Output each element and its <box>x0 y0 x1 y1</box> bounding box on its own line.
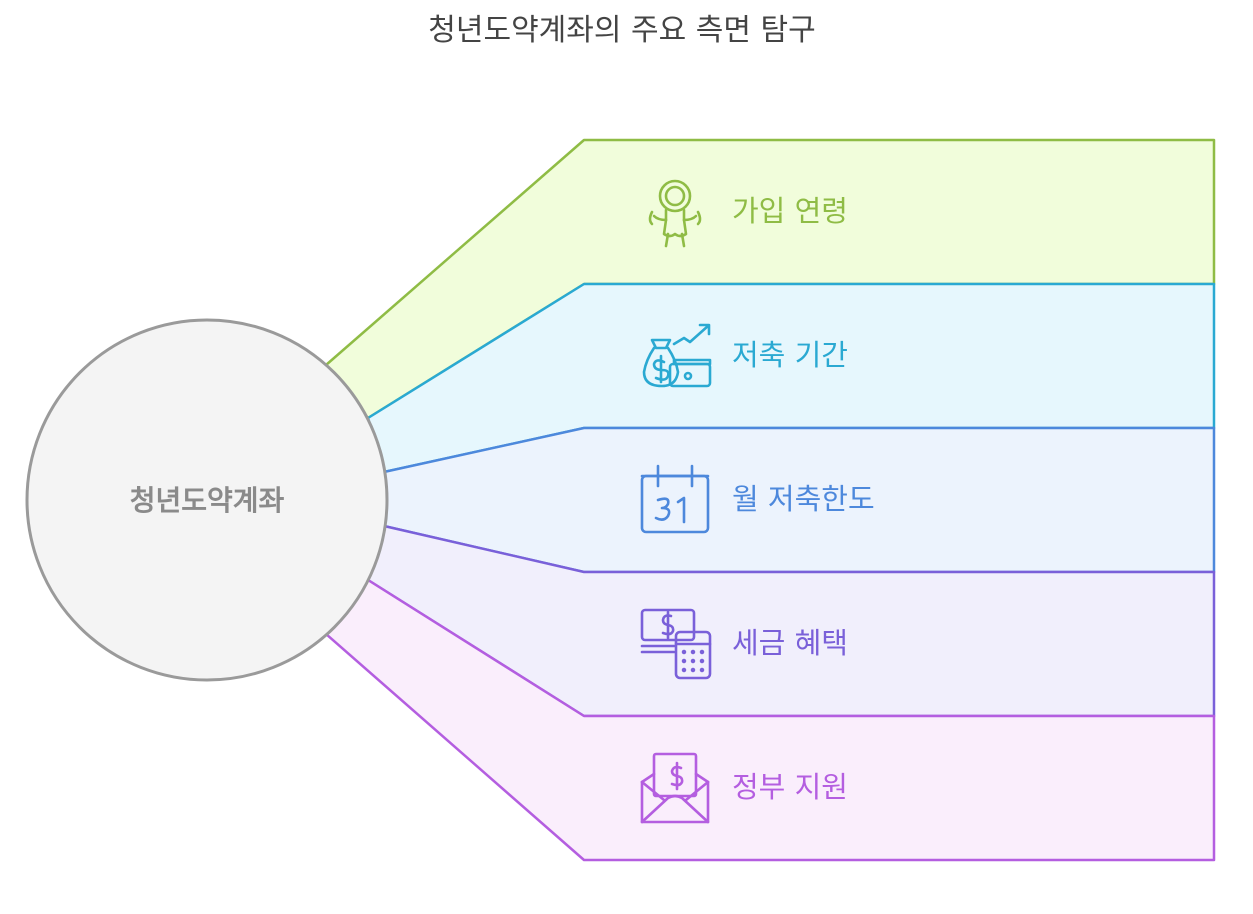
hub-label: 청년도약계좌 <box>130 484 285 517</box>
money-growth-icon <box>642 323 712 388</box>
child-icon <box>648 179 702 248</box>
branch-label-3: 월 저축한도 <box>732 482 875 516</box>
branch-label-5: 정부 지원 <box>732 770 848 804</box>
calendar-icon <box>640 464 710 534</box>
branch-label-4: 세금 혜택 <box>732 626 848 660</box>
money-envelope-icon <box>640 752 710 824</box>
branch-label-1: 가입 연령 <box>732 194 848 228</box>
calculator-money-icon <box>640 608 712 680</box>
hub-circle <box>25 318 389 682</box>
branch-label-2: 저축 기간 <box>732 338 848 372</box>
diagram-title: 청년도약계좌의 주요 측면 탐구 <box>428 13 815 48</box>
